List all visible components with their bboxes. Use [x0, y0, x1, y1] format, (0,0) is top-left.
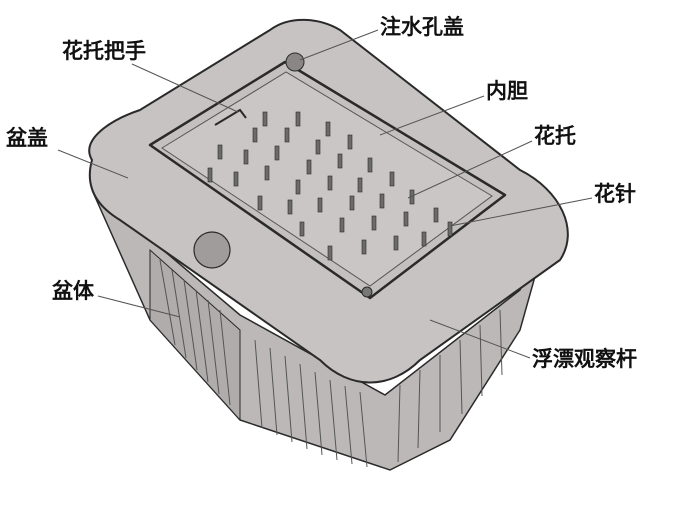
pot-body-shape [91, 189, 549, 471]
flower-tray-shape [148, 60, 507, 300]
label-inner-liner: 内胆 [486, 78, 528, 103]
label-float-indicator-rod: 浮漂观察杆 [532, 346, 637, 371]
tray-handle-shape [214, 108, 247, 126]
label-flower-pins: 花针 [594, 181, 636, 206]
water-inlet-cap-shape [285, 52, 305, 72]
leader-lines [57, 29, 593, 359]
float-indicator-shape [361, 286, 373, 298]
label-pot-lid: 盆盖 [6, 125, 48, 150]
label-flower-tray: 花托 [534, 123, 576, 148]
label-water-inlet-cap: 注水孔盖 [380, 14, 464, 39]
label-tray-handle: 花托把手 [62, 38, 146, 63]
label-pot-body: 盆体 [52, 278, 94, 303]
flower-pins-shape [207, 111, 453, 261]
